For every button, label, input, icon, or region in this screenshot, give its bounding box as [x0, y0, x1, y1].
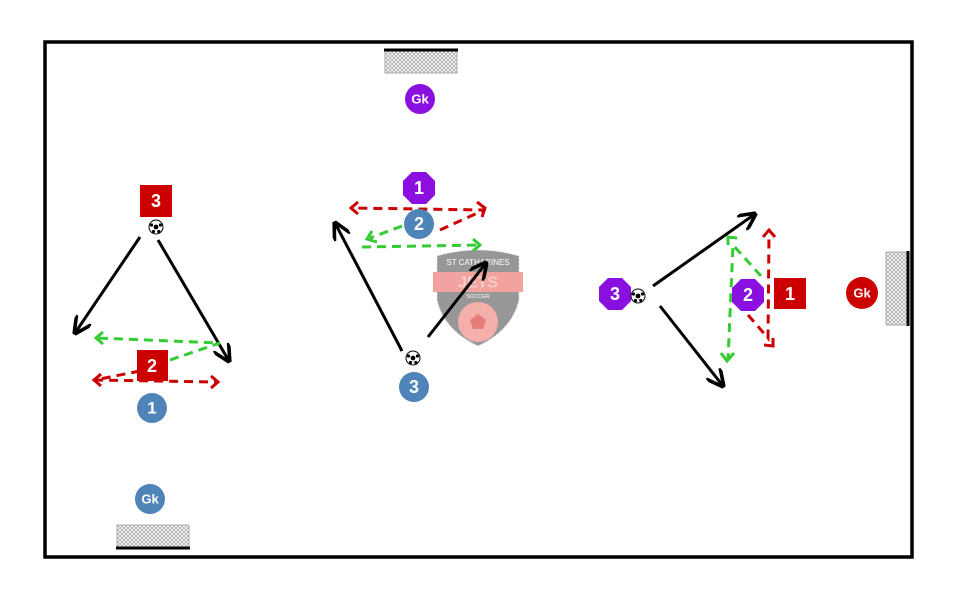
- dribble-line: [746, 233, 771, 342]
- player-label: Gk: [141, 492, 159, 507]
- ball-icon: [148, 219, 164, 235]
- player-red-1: [774, 278, 806, 309]
- player-purple-3: [599, 278, 631, 310]
- dribble-arrowhead: [348, 200, 487, 218]
- run-arrow: [156, 239, 229, 361]
- player-blue-1: [137, 393, 167, 423]
- left-drill: 3 2 1 Gk: [75, 185, 229, 514]
- pass-arrowhead: [719, 235, 738, 364]
- goalkeeper-red: [846, 277, 878, 309]
- player-label: 1: [414, 178, 424, 198]
- right-drill: 3 2 1 Gk: [599, 214, 878, 386]
- player-label: 3: [409, 377, 419, 397]
- dribble-arrowhead: [91, 372, 221, 390]
- right-goal: [885, 251, 910, 326]
- player-purple-2: [732, 279, 764, 311]
- pass-line: [361, 224, 481, 249]
- player-label: 2: [147, 356, 157, 376]
- player-blue-3: [399, 372, 429, 402]
- logo-bottom-text: SOCCER: [466, 294, 490, 300]
- pass-arrowhead: [93, 330, 104, 346]
- player-label: 1: [147, 399, 156, 418]
- pass-arrow: [426, 263, 486, 338]
- run-arrow: [335, 223, 404, 352]
- player-label: 1: [785, 284, 795, 304]
- run-arrow: [652, 214, 755, 288]
- player-label: Gk: [411, 92, 429, 107]
- player-label: 2: [743, 285, 753, 305]
- dribble-arrowhead: [761, 227, 777, 348]
- goalkeeper-purple: [405, 84, 435, 114]
- pass-arrowhead: [364, 230, 483, 253]
- player-red-2: [137, 350, 168, 381]
- pass-line: [96, 336, 221, 362]
- player-purple-1: [403, 172, 435, 204]
- player-red-3: [140, 185, 172, 217]
- run-arrow: [658, 305, 723, 386]
- player-label: 2: [414, 214, 424, 234]
- player-label: Gk: [853, 286, 871, 301]
- player-label: 3: [151, 191, 161, 211]
- ball-icon: [630, 288, 646, 304]
- middle-drill: Gk 1 2 3: [335, 84, 486, 402]
- player-blue-2: [404, 209, 434, 239]
- ball-icon: [405, 350, 421, 366]
- player-label: 3: [610, 284, 620, 304]
- goalkeeper-blue: [135, 484, 165, 514]
- bottom-goal: [116, 524, 190, 550]
- logo-top-text: ST CATHARINES: [446, 258, 509, 267]
- run-arrow: [75, 236, 142, 333]
- top-goal: [384, 48, 458, 74]
